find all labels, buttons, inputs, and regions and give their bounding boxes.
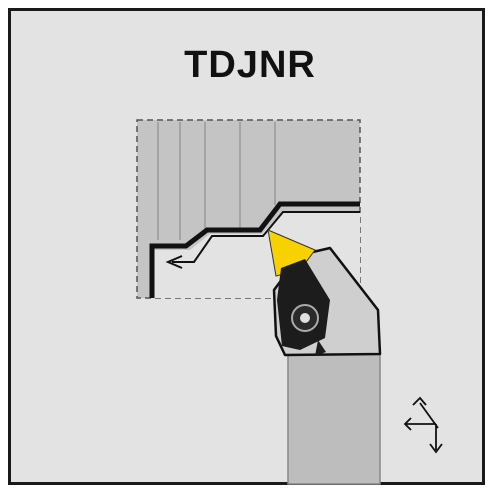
tool-path (172, 211, 360, 263)
tool-path-arrow-icon (165, 255, 183, 269)
machined-profile (149, 201, 360, 298)
clamp-lever (315, 340, 326, 356)
insert-screw-center (300, 313, 310, 323)
workpiece-shading (157, 122, 276, 240)
page-title: TDJNR (184, 44, 316, 86)
holder-shank (287, 353, 381, 485)
feed-direction-cross-icon (403, 396, 443, 454)
cutting-insert (267, 229, 330, 356)
